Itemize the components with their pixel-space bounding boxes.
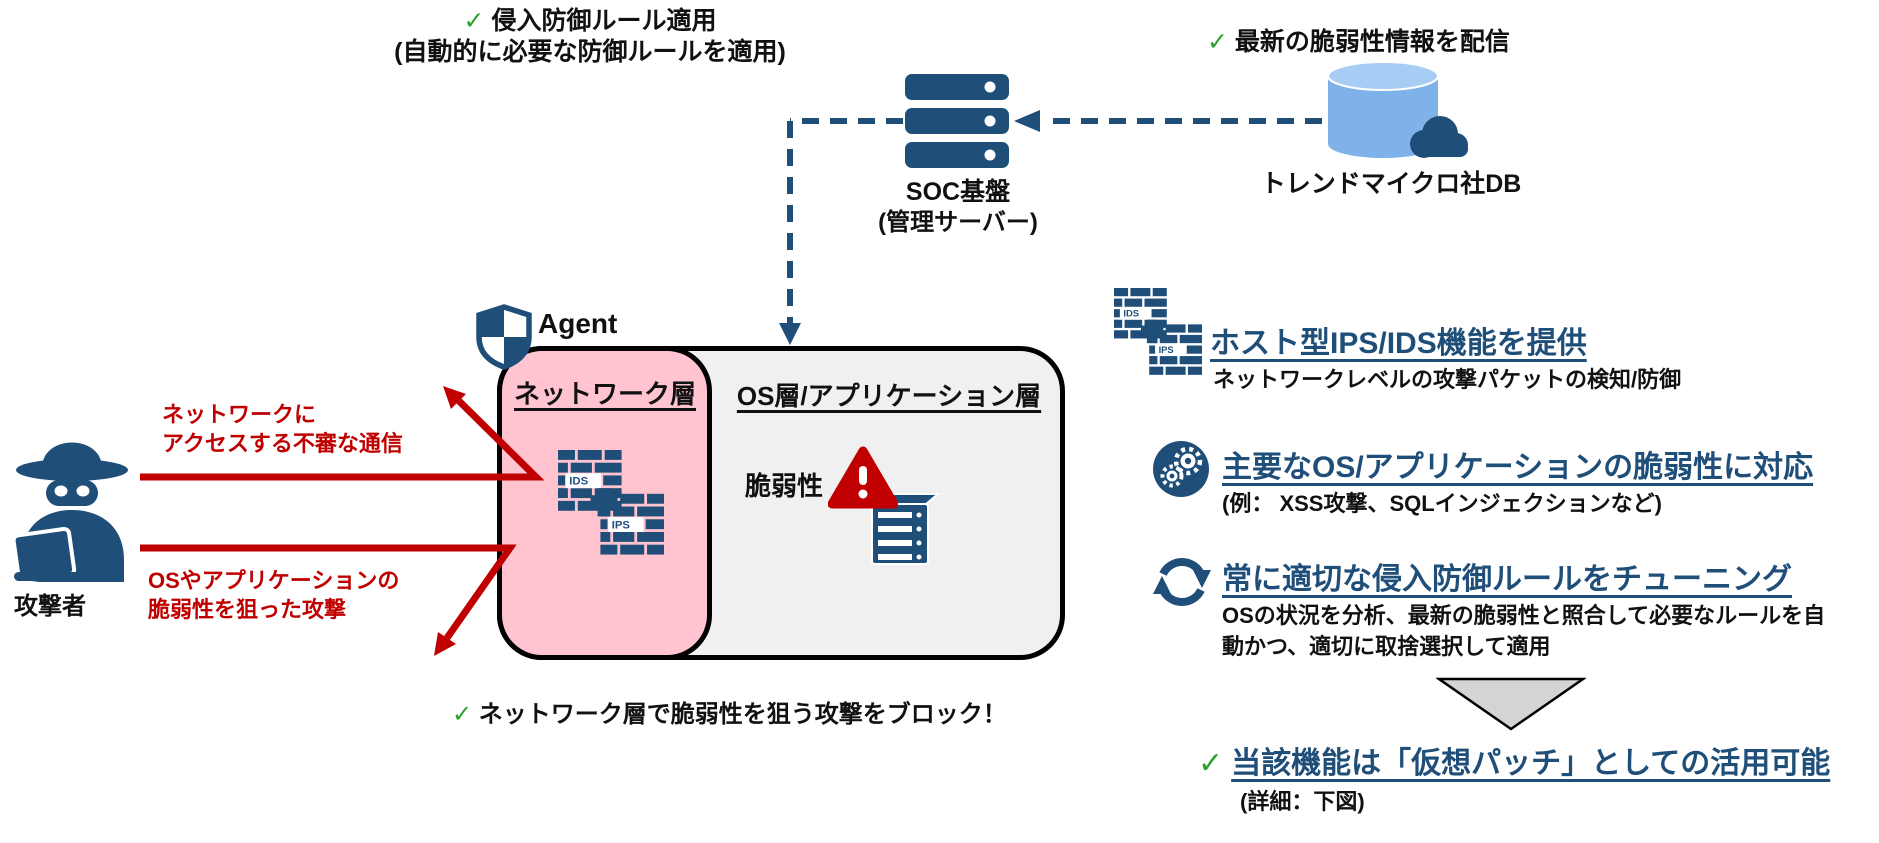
- rule-apply-note-line2: (自動的に必要な防御ルールを適用): [394, 38, 786, 66]
- feature-hips-title: ホスト型IPS/IDS機能を提供: [1210, 327, 1587, 360]
- db-name: トレンドマイクロ社DB: [1260, 170, 1522, 198]
- network-layer-label: ネットワーク層: [513, 379, 696, 409]
- check-icon: ✓: [1207, 28, 1228, 56]
- ids-label: IDS: [569, 476, 588, 488]
- ids-ips-brickwall-icon-small: IDS IPS: [1114, 288, 1202, 375]
- db-note-text: 最新の脆弱性情報を配信: [1234, 28, 1510, 56]
- feature-vuln-desc: (例： XSS攻撃、SQLインジェクションなど): [1222, 491, 1663, 516]
- feature-vuln-title: 主要なOS/アプリケーションの脆弱性に対応: [1222, 451, 1814, 484]
- feature-tuning-desc: OSの状況を分析、最新の脆弱性と照合して必要なルールを自 動かつ、適切に取捨選択…: [1222, 603, 1826, 659]
- soc-name: SOC基盤: [905, 178, 1011, 206]
- attacker-icon: [11, 442, 128, 584]
- gears-circle-icon: [1153, 441, 1209, 497]
- attacker-label: 攻撃者: [14, 593, 86, 620]
- block-note-text: ネットワーク層で脆弱性を狙う攻撃をブロック！: [478, 701, 1007, 728]
- os-app-layer-label: OS層/アプリケーション層: [736, 381, 1042, 411]
- check-icon: ✓: [452, 701, 473, 728]
- warning-triangle-icon: [828, 446, 898, 509]
- conclusion-title: 当該機能は「仮想パッチ」としての活用可能: [1231, 747, 1831, 780]
- feature-hips-desc: ネットワークレベルの攻撃パケットの検知/防御: [1213, 367, 1682, 392]
- rule-apply-note-line1: 侵入防御ルール適用: [491, 7, 717, 35]
- db-note: ✓ 最新の脆弱性情報を配信: [1207, 22, 1510, 58]
- cloud-icon: [1410, 116, 1468, 158]
- agent-label: Agent: [538, 308, 618, 339]
- ips-label: IPS: [1159, 345, 1174, 355]
- database-cloud-icon: [1327, 61, 1468, 158]
- attack-network-label: ネットワークに アクセスする不審な通信: [162, 402, 403, 456]
- check-icon: ✓: [463, 7, 485, 35]
- feature-tuning-title: 常に適切な侵入防御ルールをチューニング: [1222, 563, 1792, 596]
- ids-label: IDS: [1123, 309, 1139, 319]
- dashed-arrow-db-to-soc-icon: [1014, 110, 1322, 132]
- block-note: ✓ ネットワーク層で脆弱性を狙う攻撃をブロック！: [452, 694, 1007, 729]
- ips-label: IPS: [612, 519, 631, 531]
- conclusion-desc: (詳細：下図): [1240, 789, 1365, 814]
- conclusion-row: ✓当該機能は「仮想パッチ」としての活用可能: [1198, 738, 1830, 782]
- soc-server-icon: [905, 74, 1009, 168]
- tuning-sync-icon: [1153, 558, 1211, 606]
- down-triangle-icon: [1436, 677, 1586, 731]
- agent-shield-icon: [476, 304, 532, 370]
- check-icon: ✓: [1198, 747, 1224, 780]
- attack-os-label: OSやアプリケーションの 脆弱性を狙った攻撃: [148, 568, 400, 622]
- vulnerability-label: 脆弱性: [745, 471, 824, 501]
- soc-subname: (管理サーバー): [878, 209, 1038, 236]
- rule-apply-note: ✓ 侵入防御ルール適用 (自動的に必要な防御ルールを適用): [355, 6, 825, 68]
- ids-ips-brickwall-icon: IDS IPS: [558, 450, 664, 555]
